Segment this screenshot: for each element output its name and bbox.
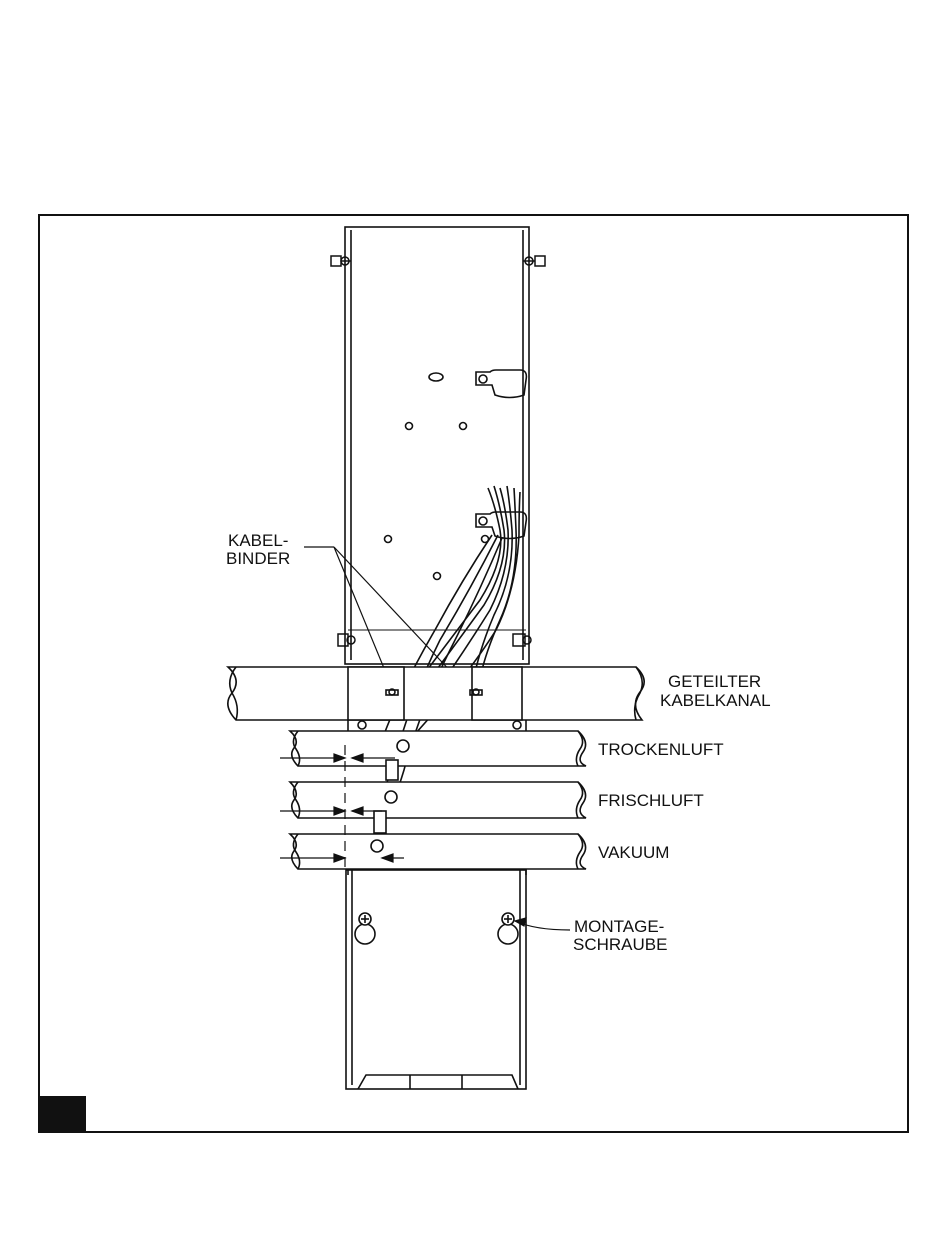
lower-panel: [346, 870, 526, 1089]
kabelbinder-label-2: BINDER: [226, 549, 290, 568]
montage-label-2: SCHRAUBE: [573, 935, 667, 954]
split-cable-duct: [228, 667, 644, 720]
mounting-screw-left: [355, 913, 375, 944]
duct-bolt-left: [338, 634, 355, 646]
top-bolt-right: [523, 256, 545, 266]
montage-leader: [515, 918, 570, 930]
kabelkanal-label-2: KABELKANAL: [660, 691, 771, 710]
kabelbinder-label-1: KABEL-: [228, 531, 288, 550]
vakuum-label: VAKUUM: [598, 843, 669, 862]
mounting-screw-right: [498, 913, 518, 944]
vakuum-tube: [290, 834, 586, 869]
kabelkanal-label-1: GETEILTER: [668, 672, 761, 691]
cable-clamp-upper: [476, 370, 526, 398]
montage-label-1: MONTAGE-: [574, 917, 664, 936]
corner-block: [39, 1096, 86, 1132]
frischluft-label: FRISCHLUFT: [598, 791, 704, 810]
top-bolt-left: [331, 256, 351, 266]
trockenluft-label: TROCKENLUFT: [598, 740, 724, 759]
